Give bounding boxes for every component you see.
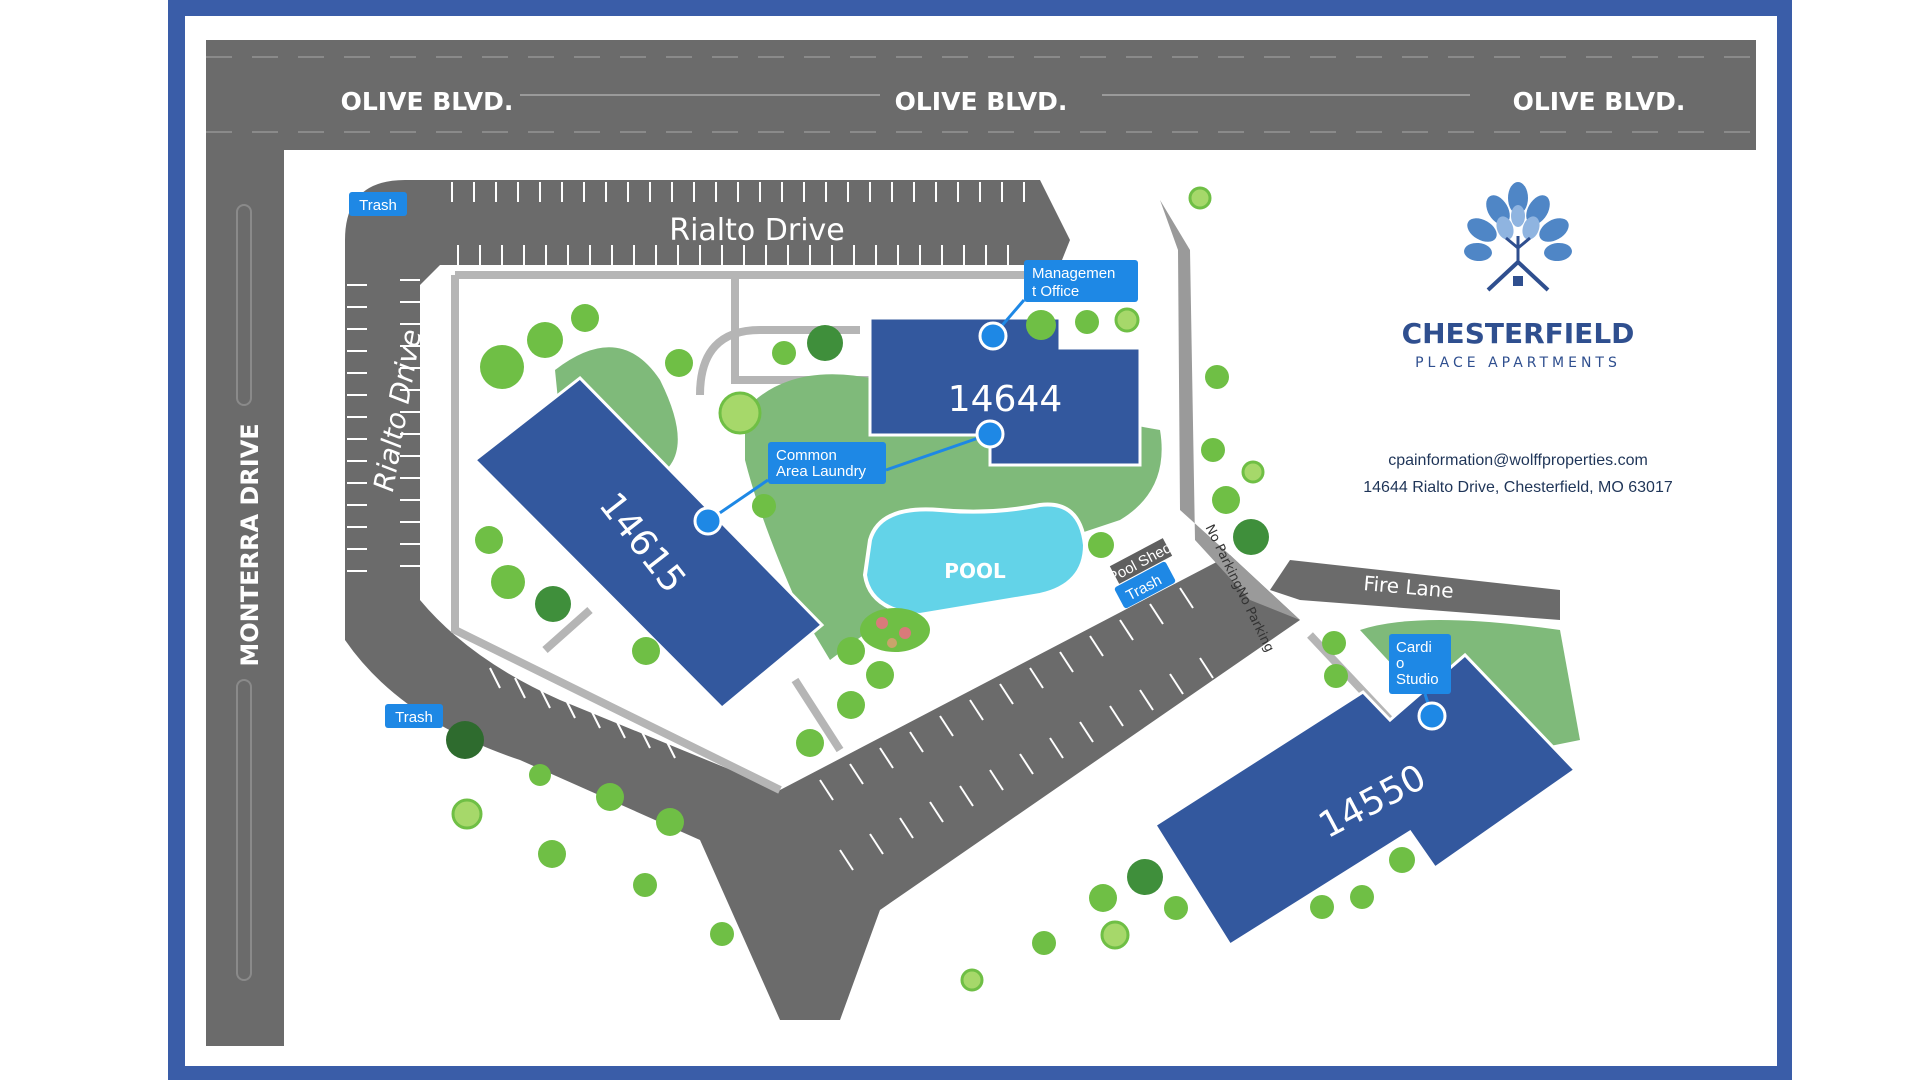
- tree-house-logo: [1464, 182, 1572, 292]
- olive-blvd-label-1: OLIVE BLVD.: [341, 87, 514, 116]
- trash-tag-left[interactable]: Trash: [385, 704, 443, 728]
- building-14644[interactable]: [868, 316, 1142, 467]
- trash-tag-top[interactable]: Trash: [349, 192, 407, 216]
- rialto-drive-road-lower: [345, 555, 1300, 1020]
- building-14615[interactable]: [472, 375, 825, 711]
- rialto-drive-label-top: Rialto Drive: [669, 213, 845, 248]
- fire-lane-road: [1270, 560, 1560, 620]
- cardio-label-2: o: [1396, 655, 1404, 672]
- no-parking-lane: [1160, 200, 1300, 620]
- rialto-drive-road-top: [345, 180, 1070, 600]
- cardio-label-3: Studio: [1396, 671, 1439, 688]
- brand-subtitle: PLACE APARTMENTS: [1415, 355, 1621, 371]
- olive-blvd-road: [206, 40, 1756, 150]
- parking-stripes-top: [347, 182, 1025, 572]
- trash-tag-top-label: Trash: [359, 197, 397, 214]
- brand-name: CHESTERFIELD: [1402, 317, 1635, 350]
- trees: [475, 304, 1415, 955]
- management-office-label-1: Managemen: [1032, 265, 1115, 282]
- monterra-drive-road: [206, 150, 284, 1046]
- parking-stripes-lower: [489, 587, 1214, 871]
- cardio-studio-tag[interactable]: Cardi o Studio: [1389, 634, 1451, 731]
- olive-blvd-label-2: OLIVE BLVD.: [895, 87, 1068, 116]
- pool-label: POOL: [944, 559, 1006, 583]
- management-office-label-2: t Office: [1032, 283, 1079, 300]
- laundry-label-1: Common: [776, 447, 837, 464]
- laundry-label-2: Area Laundry: [776, 463, 867, 480]
- building-14550[interactable]: [1152, 652, 1578, 948]
- building-14644-label: 14644: [948, 379, 1063, 420]
- contact-email[interactable]: cpainformation@wolffproperties.com: [1388, 452, 1648, 469]
- trash-tag-left-label: Trash: [395, 709, 433, 726]
- laundry-tag[interactable]: Common Area Laundry: [693, 419, 1005, 536]
- olive-blvd-label-3: OLIVE BLVD.: [1513, 87, 1686, 116]
- contact-address: 14644 Rialto Drive, Chesterfield, MO 630…: [1363, 479, 1673, 496]
- monterra-drive-label: MONTERRA DRIVE: [236, 423, 264, 666]
- cardio-label-1: Cardi: [1396, 639, 1432, 656]
- flower-bed: [860, 608, 930, 652]
- dark-trees: [446, 325, 1269, 895]
- flower-shrubs: [451, 186, 1265, 992]
- management-office-tag[interactable]: Managemen t Office: [978, 260, 1138, 351]
- pool-shed: [1107, 535, 1175, 587]
